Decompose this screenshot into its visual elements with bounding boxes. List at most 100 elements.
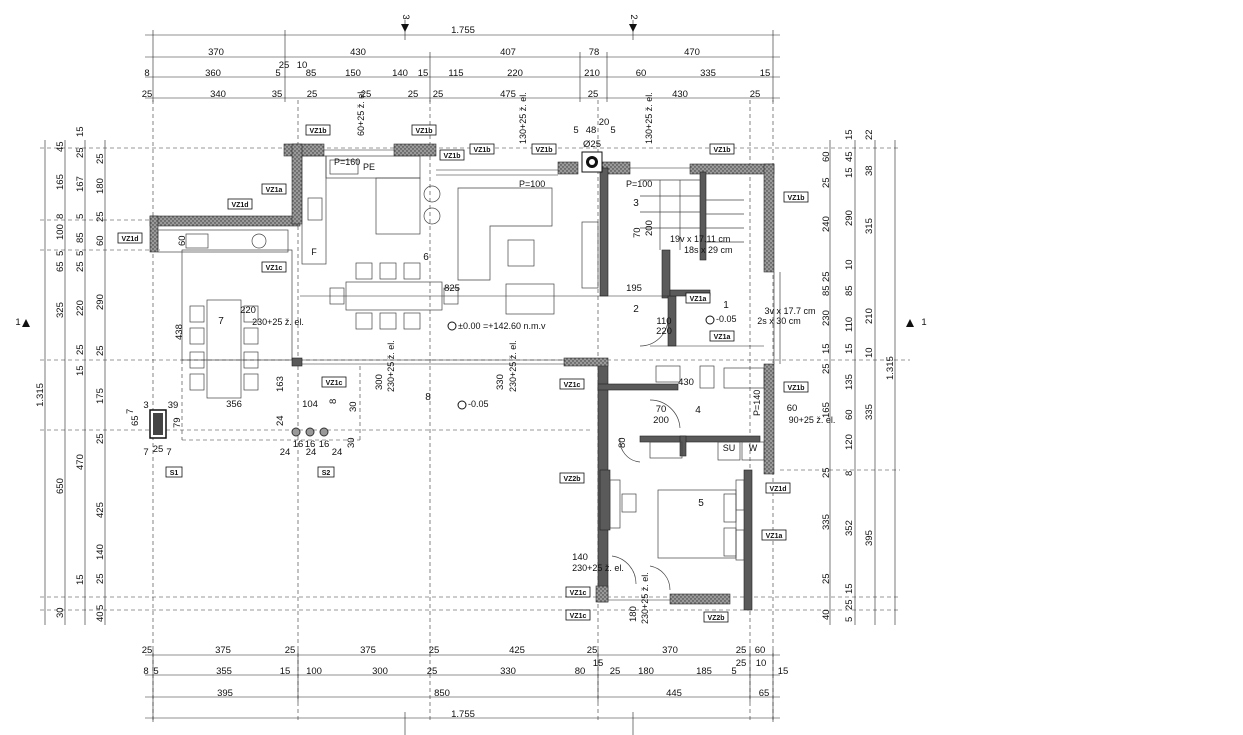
top-row1-dims: 370 430 407 78 470 [208,47,700,58]
dimension-label: 90+25 ž. el. [789,415,836,425]
dimension-label: 5 [610,125,615,136]
dimension-label: 5 [731,666,736,677]
dimension-label: 335 [700,68,716,79]
dimension-label: VZ1b [787,385,804,392]
dimension-label: 25 [95,345,106,356]
tag-vz1a-1: VZ1a [261,183,287,195]
dimension-label: 15 [280,666,291,677]
dimension-label: 15 [778,666,789,677]
dimension-label: 15 [75,574,86,585]
dimension-label: 340 [210,89,226,100]
dimension-label: 40 [821,609,832,620]
dimension-label: 85 [75,232,86,243]
dimension-label: 3v x 17.7 cm [764,306,815,316]
dimension-label: 140 [95,544,106,560]
top-overall-dim: 1.755 [451,25,475,36]
dimension-label: 25 [75,147,86,158]
dimension-label: 22 [864,129,875,140]
room-8: 8 [425,392,431,403]
dimension-label: 370 [662,645,678,656]
stairs-risers: 19v x 17.11 cm [670,234,730,244]
dimension-label: 10 [756,658,767,669]
tag-vz2b-2: VZ2b [703,611,729,623]
dimension-label: 38 [864,165,875,176]
tag-vz1c-5: VZ1c [565,609,591,621]
dimension-label: 10 [844,259,855,270]
dimension-label: S2 [322,470,331,477]
dimension-label: 210 [864,308,875,324]
dimension-label: VZ1b [473,147,490,154]
dimension-label: 825 [444,283,460,294]
dimension-label: 24 [332,447,343,458]
dimension-label: VZ2b [707,615,724,622]
dimension-label: 5 [153,666,158,677]
dimension-label: 85 [844,285,855,296]
dimension-label: 25 [821,271,832,282]
dimension-label: 79 [172,417,183,428]
dimension-label: 60+25 ž. el. [356,89,366,136]
dimension-label: 5 [275,68,280,79]
dimension-label: 25 [750,89,761,100]
dimension-label: P=140 [752,390,762,416]
dimension-label: VZ1a [766,533,783,540]
tag-vz1a-3: VZ1a [709,330,735,342]
dimension-label: 200 [644,220,655,236]
dimension-label: 25 [429,645,440,656]
dimension-label: 185 [696,666,712,677]
dimension-label: 5 [95,605,106,610]
dimension-label: 25 [821,363,832,374]
bottom-overall-dim: 1.755 [451,709,475,720]
dimension-label: 470 [75,454,86,470]
dimension-label: 48 [586,125,597,136]
dimension-label: 80 [617,437,628,448]
dimension-label: 100 [306,666,322,677]
dimension-label: 25 [75,261,86,272]
dimension-label: 24 [275,415,286,426]
dimension-label: 30 [55,607,66,618]
dimension-label: 25 [408,89,419,100]
dimension-label: 230+25 ž. el. [508,340,518,392]
dimension-label: 16 [319,439,330,450]
dimension-label: P=100 [519,179,545,189]
dimension-label: 25 [153,444,164,455]
dimension-label: 25 [844,599,855,610]
dimension-label: 230+25 ž. el. [386,340,396,392]
dimension-label: 430 [672,89,688,100]
dimension-label: 470 [684,47,700,58]
dimension-label: 163 [275,376,286,392]
room-labels: 1 3v x 17.7 cm 2s x 30 cm 2 3 4 5 6 7 8 … [125,89,835,624]
dimension-label: VZ1c [266,265,283,272]
appliance-pe: PE [363,162,375,172]
level-hall: -0.05 [716,314,737,324]
dimension-label: 85 [306,68,317,79]
dimension-label: 425 [509,645,525,656]
tag-s2: S2 [317,466,335,478]
dimension-label: 25 [588,89,599,100]
right-overall: 1.315 [885,356,896,380]
dimension-label: 290 [844,210,855,226]
dimension-label: 65 [759,688,770,699]
dimension-label: 15 [844,343,855,354]
dimension-label: 60 [821,151,832,162]
dimension-label: 395 [217,688,233,699]
left-dimensions: 1 1.315 45 165 8 100 5 65 325 650 30 15 … [15,126,106,625]
tag-s1: S1 [165,466,183,478]
dimension-label: 430 [678,377,694,388]
dimension-label: P=160 [334,157,360,167]
dimension-label: 230+25 ž. el. [572,563,624,573]
dimension-label: 25 [821,467,832,478]
dimension-label: 110 [844,317,855,332]
tag-vz1c-4: VZ1c [565,586,591,598]
dimension-label: 25 [307,89,318,100]
dimension-label: 25 [279,60,290,71]
tag-vz1b-6: VZ1b [709,143,735,155]
dimension-label: 70 [656,404,667,415]
dimension-label: 300 [374,374,385,390]
dimension-label: 210 [584,68,600,79]
walls [149,143,781,611]
dimension-label: 315 [864,218,875,234]
dimension-label: VZ1d [121,236,138,243]
dimension-label: 335 [821,514,832,530]
furniture: PE F [157,155,765,591]
column-s2 [291,427,329,437]
